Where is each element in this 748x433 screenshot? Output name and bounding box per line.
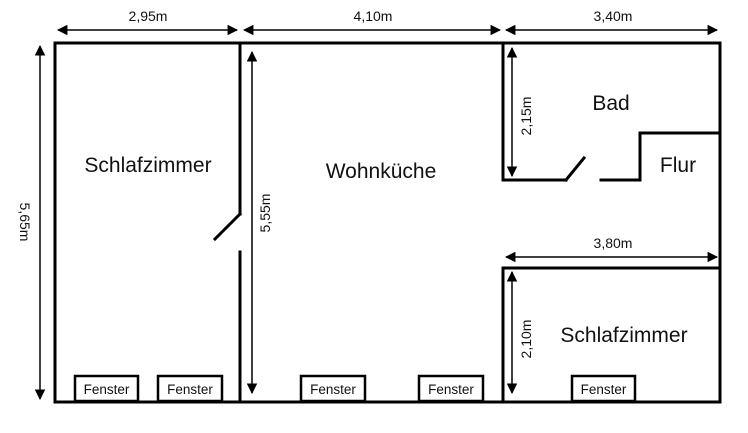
window-2	[156, 374, 224, 403]
dim-label-bedroom-right-height: 2,10m	[518, 320, 534, 359]
dim-label-flur-width: 3,80m	[594, 235, 633, 251]
window-5	[570, 374, 637, 403]
window-label-3: Fenster	[310, 382, 356, 397]
window-label-5: Fenster	[581, 382, 627, 397]
window-4	[417, 374, 485, 403]
door-bedroom-left	[212, 211, 243, 242]
dim-label-top-middle: 4,10m	[354, 8, 393, 24]
dim-label-left-height: 5,65m	[17, 203, 33, 242]
window-label-4: Fenster	[428, 382, 474, 397]
outer-wall	[53, 41, 722, 404]
dim-label-bad-height: 2,15m	[518, 97, 534, 136]
window-label-2: Fenster	[167, 382, 213, 397]
dim-label-top-right: 3,40m	[594, 8, 633, 24]
window-3	[299, 374, 367, 403]
room-label-bedroom-left: Schlafzimmer	[84, 154, 211, 177]
room-label-bedroom-right: Schlafzimmer	[560, 324, 687, 347]
window-label-1: Fenster	[84, 382, 130, 397]
room-label-wohnkueche: Wohnküche	[326, 160, 437, 183]
room-label-bad: Bad	[592, 92, 629, 115]
dim-label-top-left: 2,95m	[129, 8, 168, 24]
window-1	[73, 374, 140, 403]
room-label-flur: Flur	[660, 154, 696, 177]
dim-label-middle-height: 5,55m	[257, 194, 273, 233]
door-bad	[563, 155, 587, 183]
